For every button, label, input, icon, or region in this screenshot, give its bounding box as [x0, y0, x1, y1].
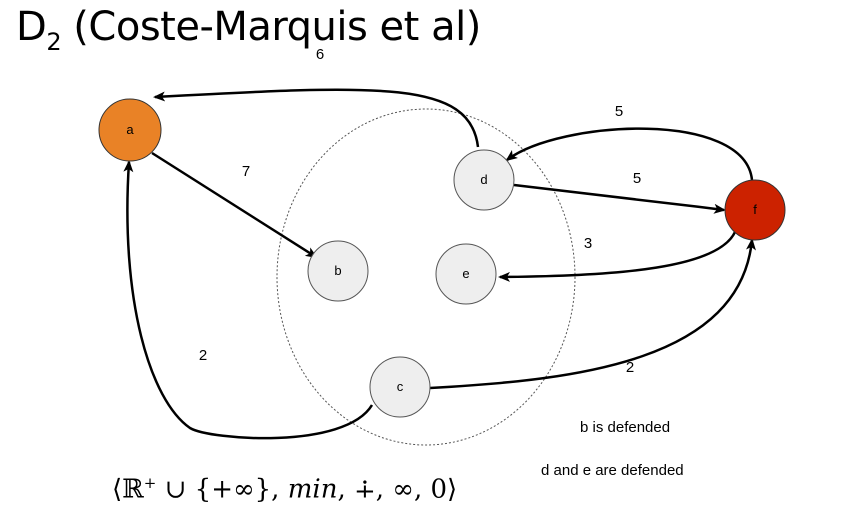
semiring-formula: ⟨ℝ+ ∪ {+∞}, min, ∔, ∞, 0⟩	[112, 474, 457, 505]
edge-f-to-d	[505, 127, 754, 181]
edge-a-to-b	[151, 151, 318, 259]
node-f: f	[724, 179, 786, 241]
node-f-circle	[724, 179, 786, 241]
edge-weight-f-d: 5	[615, 103, 623, 120]
edge-f-to-e	[498, 231, 737, 282]
title-main: D	[16, 4, 47, 50]
node-d-circle	[453, 149, 515, 211]
node-b: b	[307, 240, 369, 302]
formula-min: min	[287, 474, 338, 505]
edge-weight-d-f: 5	[633, 170, 641, 187]
edge-weight-d-a: 6	[316, 46, 324, 63]
edge-weight-c-a: 2	[199, 347, 207, 364]
formula-superscript: +	[143, 474, 157, 492]
title-subscript: 2	[46, 28, 62, 56]
note-b-defended: b is defended	[580, 419, 671, 436]
node-f-label: f	[753, 202, 757, 217]
node-b-label: b	[334, 263, 341, 278]
edge-weight-a-b: 7	[242, 163, 250, 180]
node-a-circle	[98, 98, 162, 162]
node-e-label: e	[462, 266, 469, 281]
node-d-label: d	[480, 172, 487, 187]
defended-set-ellipse	[276, 108, 576, 446]
formula-union: ∪ {+∞},	[156, 474, 288, 505]
node-a: a	[98, 98, 162, 162]
edge-weight-c-f: 2	[626, 359, 634, 376]
edge-weight-f-e: 3	[584, 235, 592, 252]
edge-c-to-a	[123, 160, 374, 440]
formula-open: ⟨ℝ	[112, 474, 144, 505]
node-c-circle	[369, 356, 431, 418]
edge-c-to-f	[429, 238, 756, 390]
page-title: D2 (Coste-Marquis et al)	[16, 4, 481, 56]
node-d: d	[453, 149, 515, 211]
node-c: c	[369, 356, 431, 418]
node-a-label: a	[126, 122, 134, 137]
formula-rest: , ∔, ∞, 0⟩	[337, 474, 458, 505]
edge-d-to-f	[513, 183, 726, 214]
title-rest: (Coste-Marquis et al)	[61, 4, 481, 50]
edge-d-to-a	[153, 88, 480, 148]
node-c-label: c	[397, 379, 404, 394]
node-e-circle	[435, 243, 497, 305]
note-d-e-defended: d and e are defended	[541, 462, 684, 479]
node-b-circle	[307, 240, 369, 302]
node-e: e	[435, 243, 497, 305]
